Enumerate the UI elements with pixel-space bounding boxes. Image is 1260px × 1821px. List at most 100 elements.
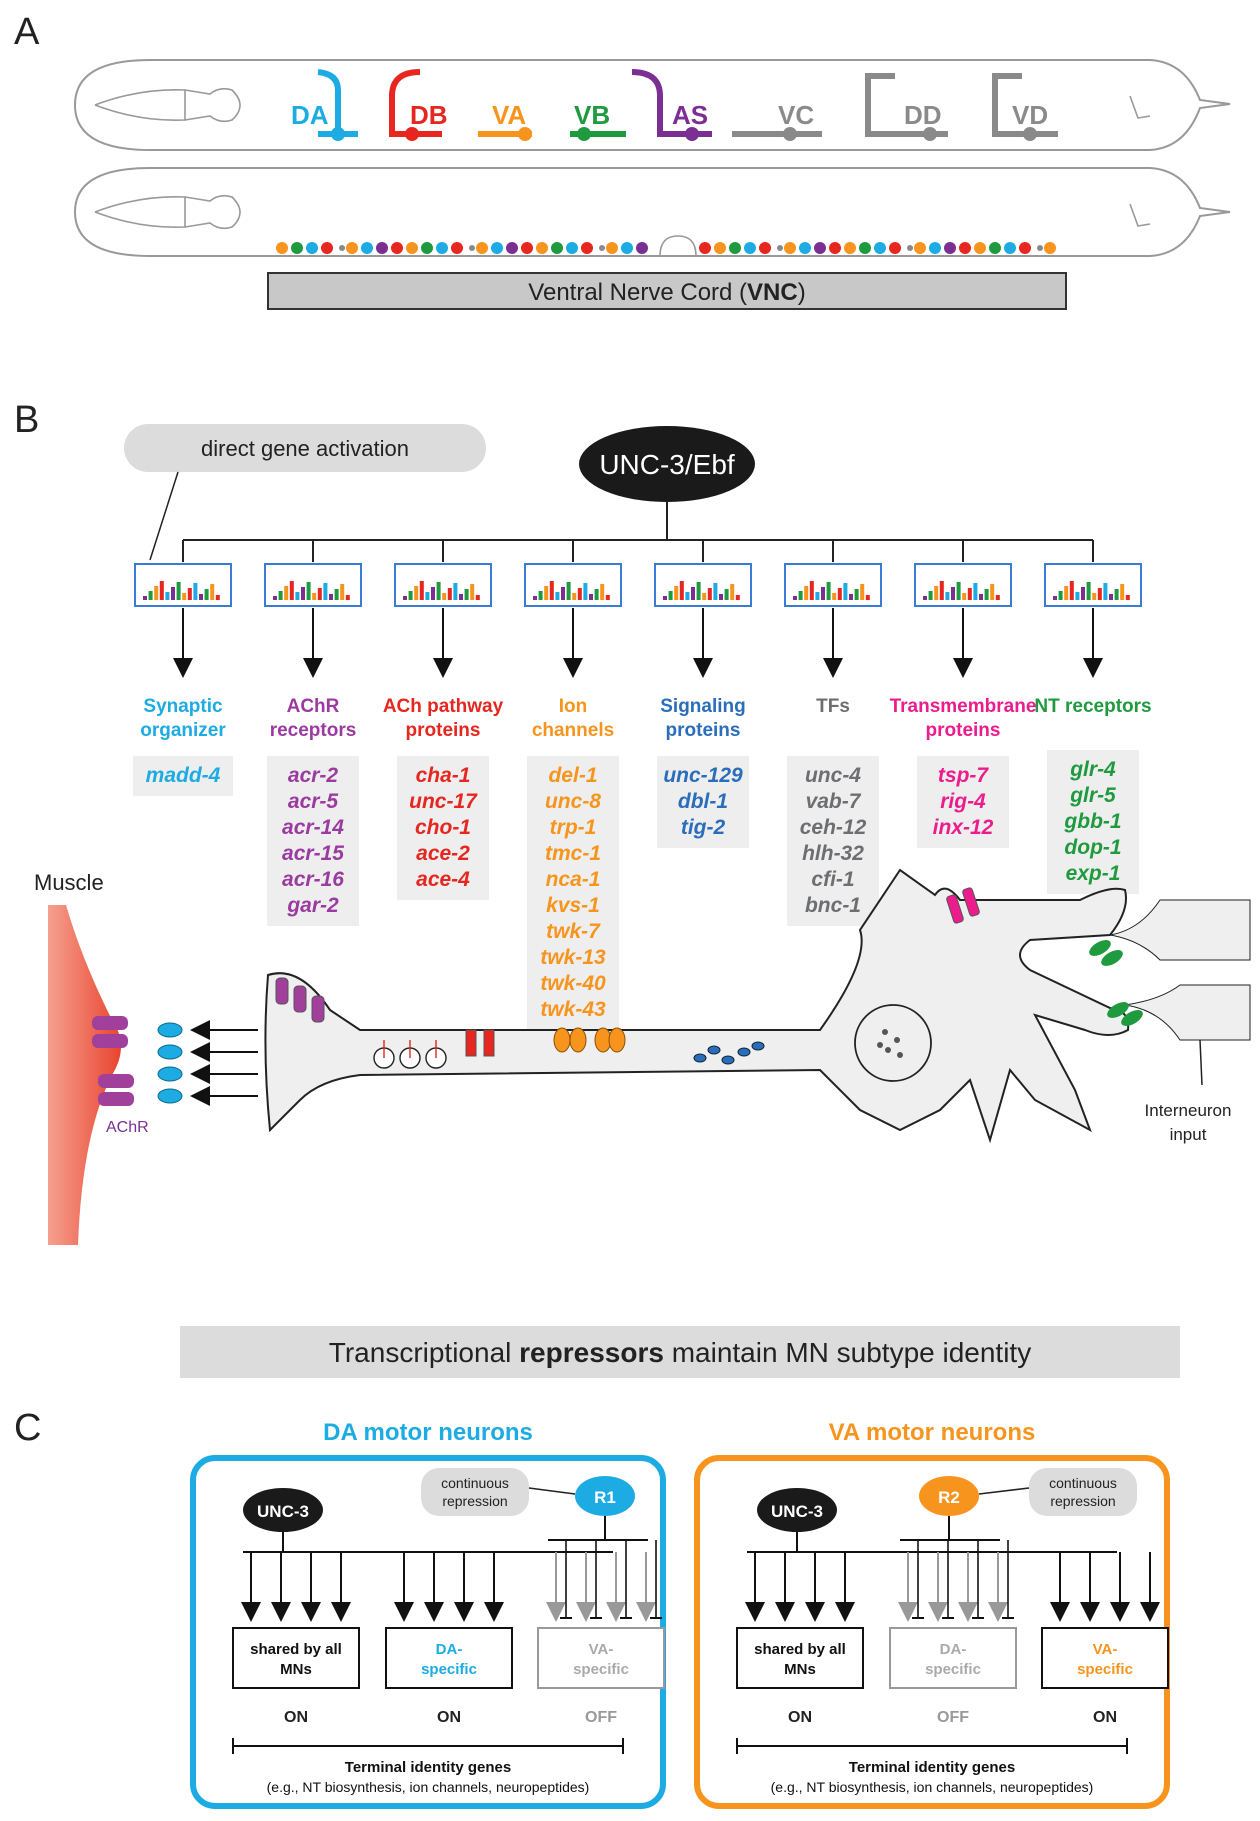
gene-name: twk-43 <box>540 998 606 1021</box>
vnc-dot <box>406 242 418 254</box>
gene-name: tsp-7 <box>938 764 989 787</box>
gene-class-state: ON <box>437 1709 461 1726</box>
vnc-dot <box>599 245 605 251</box>
gene-list-box <box>267 756 359 926</box>
vnc-dot <box>476 242 488 254</box>
repression-pill <box>421 1468 529 1516</box>
vnc-dot <box>784 242 796 254</box>
vnc-dot <box>391 242 403 254</box>
gene-name: exp-1 <box>1066 862 1121 885</box>
vnc-dot <box>581 242 593 254</box>
gene-list-box <box>397 756 489 900</box>
gene-name: twk-7 <box>546 920 601 943</box>
vnc-bar <box>267 272 1067 310</box>
type-label-as: AS <box>672 100 708 130</box>
gene-class-state: ON <box>1093 1709 1117 1726</box>
vnc-dot <box>959 242 971 254</box>
gene-class-label: specific <box>1077 1661 1133 1678</box>
gene-name: tig-2 <box>681 816 726 839</box>
vnc-dot <box>944 242 956 254</box>
gene-name: unc-8 <box>545 790 601 813</box>
repressor-label: R2 <box>938 1488 960 1507</box>
category-title: ACh pathway <box>383 696 504 717</box>
category-title: Transmembrane <box>890 696 1037 717</box>
vnc-dot <box>551 242 563 254</box>
gene-name: glr-4 <box>1069 758 1116 781</box>
signaling-vesicles <box>693 1041 765 1065</box>
interneuron-label-1: Interneuron <box>1145 1101 1232 1120</box>
subpanel-title: DA motor neurons <box>323 1419 533 1446</box>
vnc-dot <box>1037 245 1043 251</box>
subpanel-title: VA motor neurons <box>829 1419 1036 1446</box>
vnc-dot <box>729 242 741 254</box>
type-label-vb: VB <box>574 100 610 130</box>
ion-channels <box>553 1027 626 1053</box>
gene-name: dop-1 <box>1064 836 1121 859</box>
mn-type-icons: DA DB VA VB AS VC DD VD <box>291 69 1058 141</box>
vnc-dot <box>566 242 578 254</box>
gene-class-label: specific <box>421 1661 477 1678</box>
vnc-dot <box>361 242 373 254</box>
transporter-icons <box>373 1040 447 1069</box>
nucleus-dots <box>877 1029 903 1058</box>
gene-name: unc-17 <box>409 790 478 813</box>
vnc-dot <box>844 242 856 254</box>
gene-class-label: shared by all <box>250 1641 342 1658</box>
type-label-vc: VC <box>778 100 814 130</box>
gene-name: dbl-1 <box>678 790 728 813</box>
ach-pathway-proteins <box>465 1029 495 1057</box>
vnc-dot <box>291 242 303 254</box>
interneuron-terminals <box>1089 899 1251 1041</box>
gene-class-label: specific <box>573 1661 629 1678</box>
gene-list-box <box>527 756 619 1030</box>
ach-vesicles <box>157 1022 183 1104</box>
vnc-dot <box>874 242 886 254</box>
vnc-dot <box>744 242 756 254</box>
category-2: ACh pathwayproteinscha-1unc-17cho-1ace-2… <box>383 540 504 900</box>
panel-c-title: Transcriptional repressors maintain MN s… <box>329 1337 1031 1368</box>
transmembrane-proteins <box>946 887 980 924</box>
footer-label: Terminal identity genes <box>849 1759 1015 1776</box>
repressor-node <box>919 1476 979 1516</box>
vnc-dot <box>859 242 871 254</box>
unc3-ebf-label: UNC-3/Ebf <box>599 449 735 480</box>
gene-name: acr-14 <box>282 816 344 839</box>
vnc-dot <box>1004 242 1016 254</box>
category-title: proteins <box>926 720 1001 741</box>
type-label-da: DA <box>291 100 329 130</box>
category-title: Ion <box>559 696 588 717</box>
unc3-node <box>243 1488 323 1532</box>
vnc-dot <box>521 242 533 254</box>
repression-label: repression <box>1050 1493 1115 1509</box>
vnc-dot <box>889 242 901 254</box>
panel-c-title-box <box>180 1326 1180 1378</box>
gene-list-box <box>917 756 1009 848</box>
unc3-label: UNC-3 <box>771 1502 823 1521</box>
panel-label-c: C <box>14 1407 41 1449</box>
type-label-vd: VD <box>1012 100 1048 130</box>
gene-class-state: OFF <box>585 1709 617 1726</box>
unc3-node <box>757 1488 837 1532</box>
muscle-shape <box>48 905 121 1245</box>
gene-name: hlh-32 <box>802 842 864 865</box>
muscle-label: Muscle <box>34 870 104 895</box>
category-3: Ionchannelsdel-1unc-8trp-1tmc-1nca-1kvs-… <box>524 540 622 1030</box>
gene-name: ace-4 <box>416 868 470 891</box>
repression-label: repression <box>442 1493 507 1509</box>
gene-class-box <box>385 1627 513 1689</box>
worm-bottom <box>73 167 1231 257</box>
vnc-dot <box>636 242 648 254</box>
vnc-dot <box>1044 242 1056 254</box>
gene-class-label: MNs <box>280 1661 312 1678</box>
gene-name: madd-4 <box>146 764 221 787</box>
vnc-dot <box>777 245 783 251</box>
vnc-dot <box>346 242 358 254</box>
vnc-label: Ventral Nerve Cord (VNC) <box>528 279 805 306</box>
motor-neuron-outline <box>264 868 1130 1144</box>
direct-activation-pointer <box>149 471 179 561</box>
category-title: organizer <box>140 720 226 741</box>
gene-name: unc-4 <box>805 764 861 787</box>
